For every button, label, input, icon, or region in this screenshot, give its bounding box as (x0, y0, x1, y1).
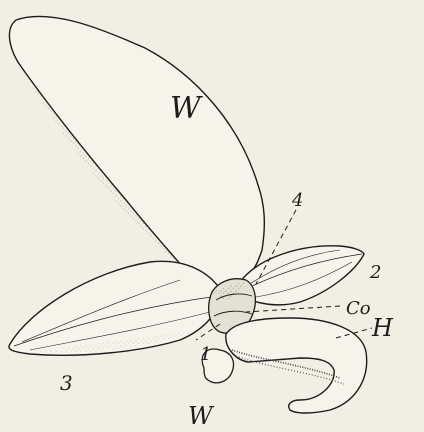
label-co: Co (346, 298, 371, 319)
body-h (226, 318, 367, 413)
leaf-3 (9, 261, 222, 355)
label-3: 3 (60, 371, 73, 395)
label-w-lower: W (188, 402, 215, 430)
long-leaf (9, 16, 264, 300)
label-4: 4 (291, 190, 303, 211)
label-h: H (371, 314, 394, 342)
label-w-upper: W (170, 91, 203, 126)
label-2: 2 (369, 262, 381, 283)
label-1: 1 (200, 344, 211, 365)
